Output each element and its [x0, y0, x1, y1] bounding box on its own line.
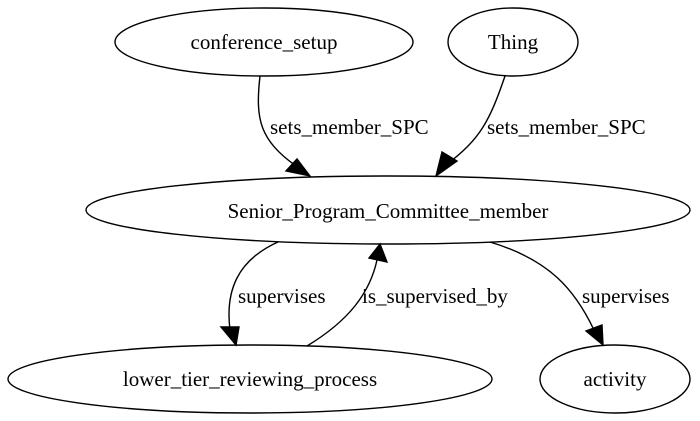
arrowhead-icon: [434, 150, 459, 178]
edge-lower-tier-to-spc-label: is_supervised_by: [362, 284, 508, 308]
node-conference-setup-label: conference_setup: [191, 30, 338, 54]
node-thing-label: Thing: [488, 30, 539, 54]
edge-spc-to-activity[interactable]: supervises: [489, 241, 670, 347]
arrowhead-icon: [584, 324, 604, 347]
edge-lower-tier-to-spc[interactable]: is_supervised_by: [306, 242, 508, 347]
arrowhead-icon: [284, 157, 312, 178]
edge-thing-to-spc-label: sets_member_SPC: [487, 115, 646, 139]
node-activity-label: activity: [584, 367, 647, 391]
node-senior-program-committee-member[interactable]: Senior_Program_Committee_member: [85, 175, 691, 245]
edge-spc-to-lower-tier-label: supervises: [238, 284, 326, 308]
edge-conference-setup-to-spc[interactable]: sets_member_SPC: [257, 75, 429, 178]
node-lower-tier-label: lower_tier_reviewing_process: [123, 367, 377, 391]
arrowhead-icon: [367, 242, 389, 263]
node-lower-tier-reviewing-process[interactable]: lower_tier_reviewing_process: [7, 344, 493, 414]
node-conference-setup[interactable]: conference_setup: [114, 7, 414, 77]
edge-spc-to-lower-tier[interactable]: supervises: [219, 241, 326, 347]
node-thing[interactable]: Thing: [447, 7, 579, 77]
node-activity[interactable]: activity: [539, 344, 691, 414]
arrowhead-icon: [219, 326, 240, 347]
edge-thing-to-spc[interactable]: sets_member_SPC: [434, 75, 646, 178]
node-spc-member-label: Senior_Program_Committee_member: [228, 199, 549, 223]
edge-conference-setup-to-spc-label: sets_member_SPC: [270, 115, 429, 139]
edge-spc-to-activity-label: supervises: [582, 284, 670, 308]
